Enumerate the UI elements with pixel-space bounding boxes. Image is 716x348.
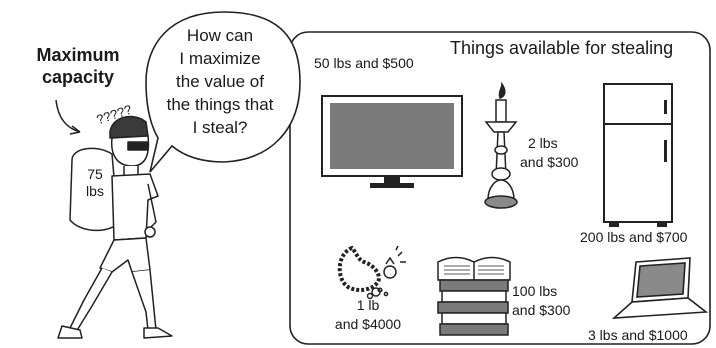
tv-label: 50 lbs and $500 [314, 54, 414, 73]
candlestick-icon [485, 84, 517, 208]
max-capacity-line-2: capacity [8, 66, 148, 88]
thought-line-3: the value of [150, 70, 290, 93]
books-label: 100 lbs and $300 [512, 282, 570, 320]
laptop-icon [614, 258, 706, 318]
thought-text: How can I maximize the value of the thin… [150, 24, 290, 139]
backpack-weight-value: 75 [78, 166, 112, 183]
candle-weight: 2 lbs [520, 134, 578, 153]
panel-title: Things available for stealing [450, 38, 673, 59]
fridge-label: 200 lbs and $700 [580, 228, 687, 247]
tv-icon [322, 96, 462, 188]
max-capacity-label: Maximum capacity [8, 44, 148, 88]
backpack-weight-unit: lbs [78, 183, 112, 200]
backpack-weight: 75 lbs [78, 166, 112, 200]
thought-line-2: I maximize [150, 47, 290, 70]
capacity-arrow [56, 100, 80, 132]
ring-icon [378, 246, 406, 296]
necklace-weight: 1 lb [330, 296, 406, 315]
fridge-icon [604, 84, 672, 226]
necklace-icon [340, 248, 380, 299]
necklace-label: 1 lb and $4000 [330, 296, 406, 334]
thought-line-1: How can [150, 24, 290, 47]
books-icon [438, 258, 510, 336]
candle-label: 2 lbs and $300 [520, 134, 578, 172]
max-capacity-line-1: Maximum [8, 44, 148, 66]
candle-value: and $300 [520, 153, 578, 172]
thought-line-4: the things that [150, 93, 290, 116]
books-weight: 100 lbs [512, 282, 570, 301]
necklace-value: and $4000 [330, 315, 406, 334]
books-value: and $300 [512, 301, 570, 320]
thought-line-5: I steal? [150, 116, 290, 139]
laptop-label: 3 lbs and $1000 [588, 326, 688, 345]
